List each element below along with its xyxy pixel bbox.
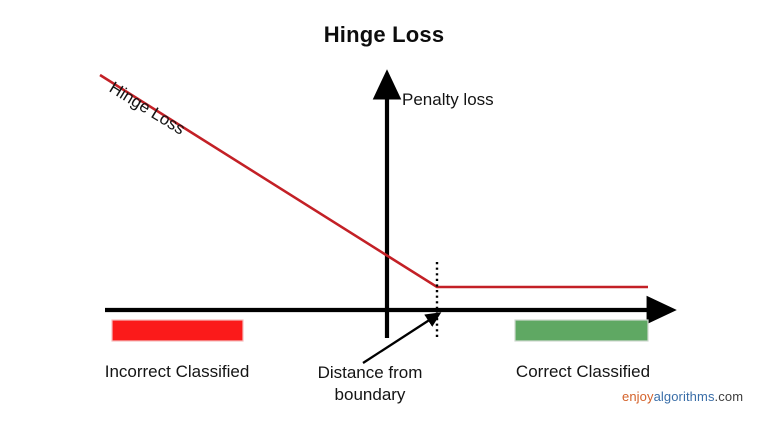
callout-line-1: Distance from [317,363,423,382]
correct-classified-label: Correct Classified [515,362,651,381]
page-title: Hinge Loss [323,22,445,47]
watermark-part-domain: .com [714,389,744,404]
callout-line-2: boundary [334,385,406,405]
hinge-loss-curve [99,73,648,289]
callout-arrow [362,312,442,364]
watermark-part-enjoy: enjoy [622,389,654,404]
incorrect-classified-bar [111,319,244,342]
incorrect-classified-label: Incorrect Classified [104,362,250,381]
y-axis-label: Penalty loss [402,90,494,109]
distance-from-boundary-label: Distance from boundary [280,362,460,407]
watermark-part-algorithms: algorithms [653,389,715,404]
correct-classified-bar [514,319,649,342]
watermark: enjoyalgorithms.com [622,389,743,404]
